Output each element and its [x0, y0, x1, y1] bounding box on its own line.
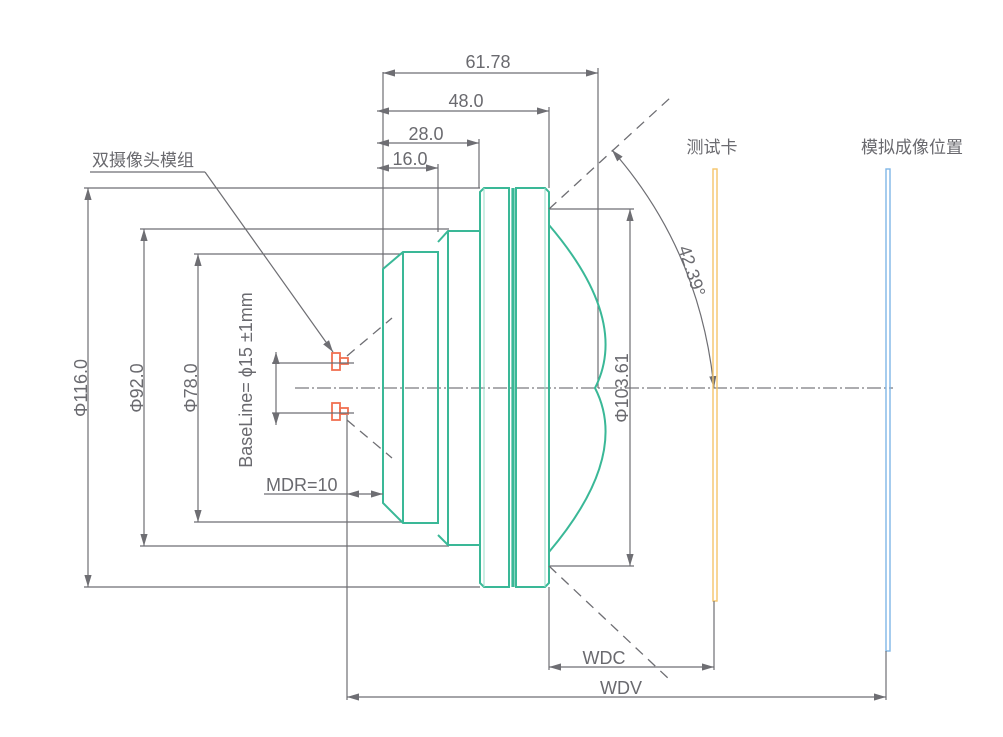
dim-61-78 [382, 68, 599, 388]
dim-label-phi-78: Φ78.0 [181, 363, 201, 412]
dim-phi-92 [140, 228, 449, 547]
dim-48-0 [377, 107, 550, 188]
mdr-label: MDR=10 [266, 475, 338, 495]
dim-label-16-0: 16.0 [392, 149, 427, 169]
dim-label-phi-92: Φ92.0 [127, 363, 147, 412]
dual-camera-module-label: 双摄像头模组 [92, 151, 194, 171]
wdc-label: WDC [583, 648, 626, 668]
dim-label-48-0: 48.0 [448, 91, 483, 111]
dim-phi-78 [194, 253, 404, 523]
image-plane-label: 模拟成像位置 [861, 138, 963, 158]
test-card [712, 168, 718, 602]
dim-28-0 [377, 139, 480, 188]
dim-label-61-78: 61.78 [465, 52, 510, 72]
lens-body [382, 187, 607, 588]
cam-fov-top [346, 317, 393, 357]
test-card-label: 测试卡 [687, 138, 738, 158]
dim-phi-116 [84, 187, 480, 588]
dim-16-0 [377, 164, 439, 232]
camera-top [331, 352, 349, 371]
baseline-label: BaseLine= ϕ15 ±1mm [236, 292, 256, 468]
camera-bottom [331, 402, 349, 421]
dim-label-phi-103-61: Φ103.61 [612, 353, 632, 422]
dim-label-28-0: 28.0 [408, 124, 443, 144]
wdv-label: WDV [600, 678, 642, 698]
fov-line-top [548, 97, 671, 210]
angle-label: 42.39° [674, 243, 709, 299]
dim-label-phi-116: Φ116.0 [71, 359, 91, 417]
leader-line [204, 171, 334, 353]
cam-fov-bottom [346, 419, 393, 459]
fov-line-bottom [548, 565, 671, 681]
angle-arc [611, 149, 717, 389]
image-plane [885, 168, 891, 652]
